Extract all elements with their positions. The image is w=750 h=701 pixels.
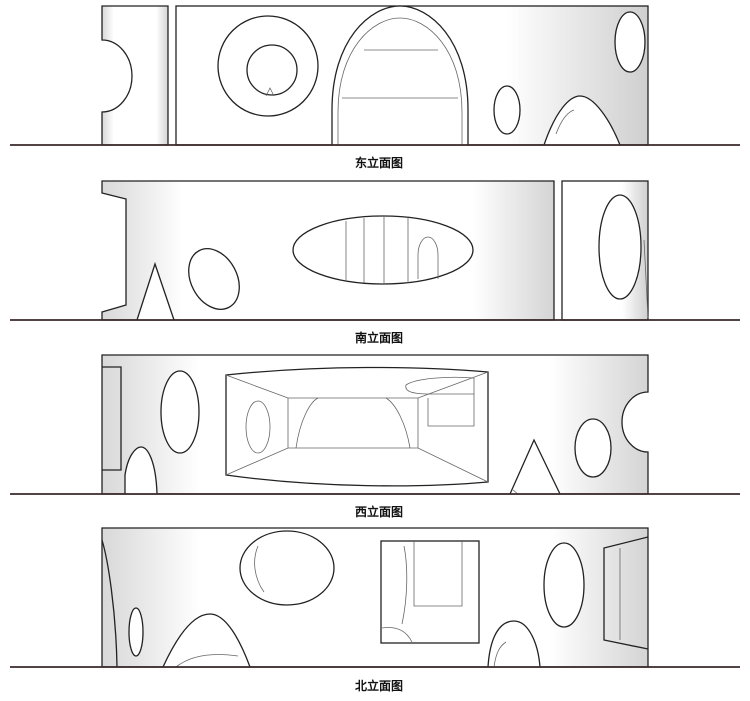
south-caption: 南立面图 bbox=[355, 330, 403, 345]
west-box-oval bbox=[245, 400, 271, 454]
south-elevation: 南立面图 bbox=[10, 180, 740, 345]
south-triangle-opening bbox=[136, 261, 175, 321]
north-oval-detail bbox=[254, 545, 265, 593]
east-arch-opening bbox=[331, 5, 469, 145]
west-tall-oval bbox=[160, 370, 200, 454]
north-oval-window bbox=[239, 530, 335, 606]
north-ground-arch-right bbox=[487, 620, 541, 668]
west-triangle-opening bbox=[509, 438, 561, 495]
north-ground-arch-right-detail bbox=[493, 641, 507, 668]
west-box-bottom-perspective bbox=[225, 447, 489, 483]
east-small-oval bbox=[493, 85, 521, 135]
west-box-top-perspective bbox=[225, 371, 489, 399]
north-ground-arch bbox=[162, 613, 251, 668]
west-box-inner-ellipse bbox=[405, 376, 475, 395]
west-ground-arch bbox=[124, 446, 158, 495]
north-square-opening bbox=[380, 540, 480, 644]
north-ground-arch-detail bbox=[175, 654, 239, 668]
west-box-inner-arch bbox=[295, 397, 411, 449]
east-ground-arch-detail bbox=[555, 109, 575, 135]
east-left-block bbox=[101, 5, 169, 146]
east-elevation: 东立面图 bbox=[10, 5, 740, 170]
east-caption: 东立面图 bbox=[355, 155, 403, 170]
west-elevation: 西立面图 bbox=[10, 354, 740, 519]
west-left-recess bbox=[102, 366, 122, 471]
north-tall-oval bbox=[543, 542, 585, 628]
north-left-curve bbox=[101, 539, 118, 668]
south-right-edge-line bbox=[643, 239, 649, 319]
south-inner-arch bbox=[417, 236, 439, 279]
east-right-oval bbox=[614, 11, 646, 73]
west-caption: 西立面图 bbox=[355, 504, 403, 519]
north-small-oval bbox=[128, 607, 144, 657]
east-inner-ring bbox=[246, 44, 298, 96]
north-square-curves bbox=[381, 545, 413, 643]
east-inner-triangle bbox=[265, 87, 275, 97]
south-oval-window bbox=[188, 248, 240, 310]
west-box-inner-frame bbox=[427, 378, 475, 427]
south-right-oval bbox=[598, 194, 642, 300]
south-long-opening bbox=[292, 215, 474, 285]
north-right-recess bbox=[603, 536, 649, 650]
north-elevation: 北立面图 bbox=[10, 527, 740, 693]
north-square-inner bbox=[413, 541, 463, 607]
east-round-window bbox=[217, 15, 319, 117]
east-arch-inner bbox=[337, 17, 463, 145]
east-ground-arch bbox=[543, 95, 621, 146]
west-right-oval bbox=[574, 418, 612, 478]
west-box-opening bbox=[225, 366, 489, 487]
north-caption: 北立面图 bbox=[355, 678, 403, 693]
